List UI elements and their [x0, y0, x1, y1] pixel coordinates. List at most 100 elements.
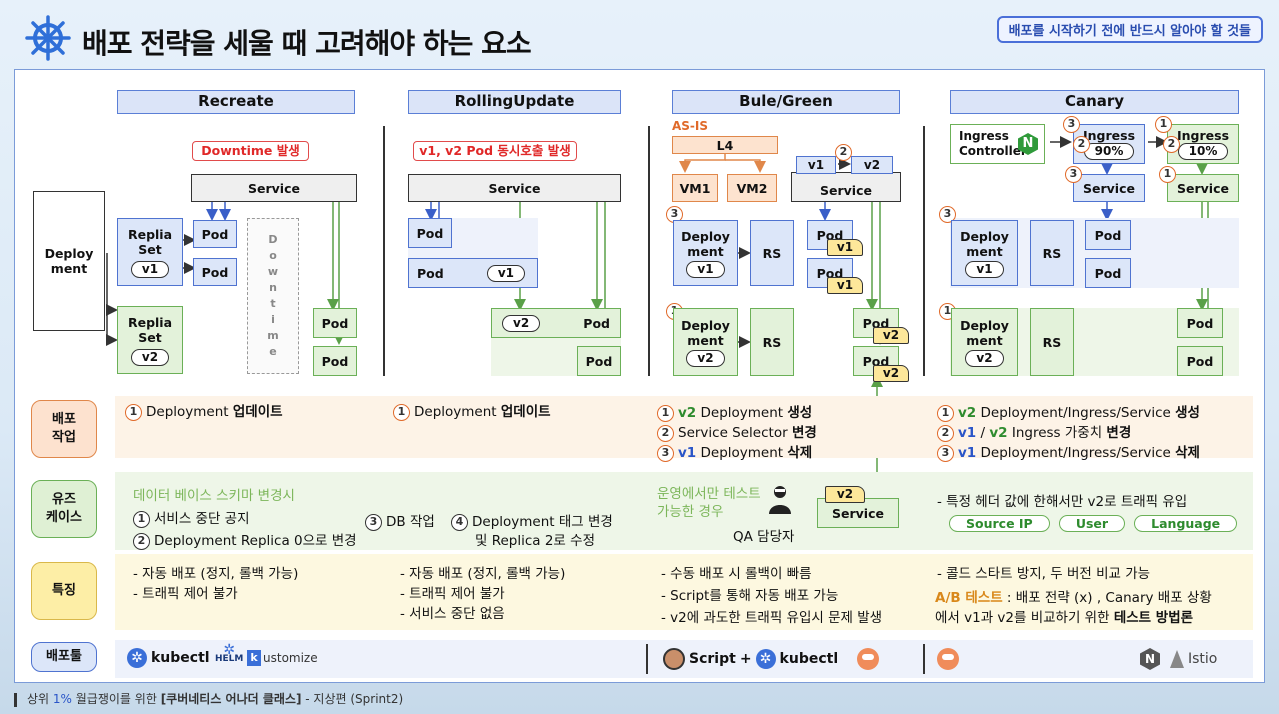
- replicaset-v2-box: Replia Set v2: [117, 306, 183, 374]
- features-band: [115, 554, 1253, 630]
- column-divider: [648, 126, 650, 376]
- column-divider: [383, 126, 385, 376]
- feature-canary-2: A/B 테스트 : 배포 전략 (x) , Canary 배포 상황: [935, 590, 1212, 606]
- row-label-tools: 배포툴: [31, 642, 97, 672]
- weight-pill: 10%: [1177, 143, 1229, 160]
- pod-box: Pod: [313, 308, 357, 338]
- user-pill: User: [1058, 515, 1126, 532]
- pod-label: Pod: [417, 265, 444, 281]
- column-header-bluegreen: Bule/Green: [672, 90, 900, 114]
- usecase-band: [115, 472, 1253, 550]
- feature-canary-1: - 콜드 스타트 방지, 두 버전 비교 가능: [937, 566, 1151, 582]
- deployment-label: Deploy ment: [681, 228, 730, 259]
- helm-tool: ✲HELM: [215, 642, 244, 664]
- version-pill: v1: [965, 260, 1004, 278]
- footer: 상위 1% 월급쟁이를 위한 [쿠버네티스 어나더 클래스] - 지상편 (Sp…: [14, 690, 403, 707]
- nginx-icon: N: [1018, 133, 1038, 155]
- step-number: 2: [1073, 136, 1090, 153]
- istio-tool: N Istio: [1140, 648, 1217, 670]
- step-number: 1: [1159, 166, 1176, 183]
- usecase-canary-text: - 특정 헤더 값에 한해서만 v2로 트래픽 유입: [937, 494, 1188, 510]
- row-label-usecase: 유즈 케이스: [31, 480, 97, 538]
- deployment-label: Deploy ment: [960, 228, 1009, 259]
- deployment-v2-box: Deploy ment v2: [673, 308, 738, 376]
- feature-recreate-2: - 트래픽 제어 불가: [133, 586, 238, 602]
- language-pill: Language: [1134, 515, 1238, 532]
- deployment-v1-box: Deploy ment v1: [673, 220, 738, 286]
- helm-wheel-icon: [25, 15, 71, 61]
- tools-divider: [646, 644, 648, 674]
- argo-icon: [857, 648, 879, 670]
- feature-rolling-3: - 서비스 중단 없음: [400, 606, 505, 622]
- usecase-bg-text1: 운영에서만 테스트: [657, 486, 761, 502]
- helm-icon: ✲: [223, 642, 236, 658]
- source-ip-pill: Source IP: [949, 515, 1050, 532]
- l4-box: L4: [672, 136, 778, 154]
- recreate-service-box: Service: [191, 174, 357, 202]
- asis-label: AS-IS: [672, 119, 709, 133]
- step-number: 3: [1065, 166, 1082, 183]
- step-number: 3: [939, 206, 956, 223]
- pod-box: Pod: [193, 220, 237, 248]
- tools-divider: [923, 644, 925, 674]
- replicaset-label: Replia Set: [127, 314, 173, 345]
- selector-v2-tag: v2: [851, 156, 893, 174]
- label-tag-v2: v2: [873, 327, 909, 344]
- page-title: 배포 전략을 세울 때 고려해야 하는 요소: [82, 27, 532, 60]
- canary-service-v1: Service: [1073, 174, 1145, 202]
- pod-box: Pod: [1177, 346, 1223, 376]
- pod-label: Pod: [583, 315, 610, 331]
- usecase-recreate-title: 데이터 베이스 스키마 변경시: [133, 488, 295, 504]
- ingress-label: Ingress: [1176, 128, 1230, 143]
- rs-box: RS: [1030, 220, 1074, 286]
- argo-tool: [857, 648, 879, 670]
- feature-rolling-1: - 자동 배포 (정지, 롤백 가능): [400, 566, 566, 582]
- label-tag-v2: v2: [825, 486, 865, 503]
- ingress-controller-box: Ingress Controller N: [950, 124, 1045, 164]
- column-header-recreate: Recreate: [117, 90, 355, 114]
- usecase-recreate-4b: 및 Replica 2로 수정: [475, 533, 595, 549]
- kubernetes-icon: ✲: [755, 649, 776, 669]
- feature-canary-3: 에서 v1과 v2를 비교하기 위한 테스트 방법론: [935, 610, 1194, 626]
- rolling-service-box: Service: [408, 174, 621, 202]
- step-number: 1: [1155, 116, 1172, 133]
- rs-box: RS: [750, 220, 794, 286]
- column-divider: [923, 126, 925, 376]
- qa-person-icon: [769, 486, 791, 514]
- kubectl-tool: ✲kubectl: [127, 648, 210, 668]
- kubernetes-icon: ✲: [127, 648, 147, 668]
- pod-box: Pod: [313, 346, 357, 376]
- label-tag-v1: v1: [827, 277, 863, 294]
- rolling-pod-v2: v2 Pod: [491, 308, 621, 338]
- deployment-label: Deploy ment: [960, 317, 1009, 348]
- label-tag-v2: v2: [873, 365, 909, 382]
- bluegreen-service-box: Service: [791, 172, 901, 202]
- vm2-box: VM2: [727, 174, 777, 202]
- feature-rolling-2: - 트래픽 제어 불가: [400, 586, 505, 602]
- kustomize-icon: k: [247, 650, 261, 666]
- version-pill: v1: [486, 264, 525, 282]
- usecase-bg-text2: 가능한 경우: [657, 504, 724, 520]
- script-tool: Script+✲kubectl: [663, 648, 838, 670]
- title-bar: 배포 전략을 세울 때 고려해야 하는 요소 배포를 시작하기 전에 반드시 알…: [18, 10, 1263, 66]
- pod-box: Pod: [1085, 220, 1131, 250]
- deployment-label: Deploy ment: [681, 317, 730, 348]
- subtitle-badge: 배포를 시작하기 전에 반드시 알아야 할 것들: [996, 16, 1263, 43]
- pod-box: Pod: [577, 346, 621, 376]
- feature-recreate-1: - 자동 배포 (정지, 롤백 가능): [133, 566, 299, 582]
- rolling-warning: v1, v2 Pod 동시호출 발생: [413, 141, 577, 161]
- downtime-zone: Downtime: [247, 218, 299, 374]
- version-pill: v2: [686, 349, 725, 367]
- deployment-v2-box: Deploy ment v2: [951, 308, 1018, 376]
- step-number: 2: [835, 144, 852, 161]
- pod-box: Pod: [1177, 308, 1223, 338]
